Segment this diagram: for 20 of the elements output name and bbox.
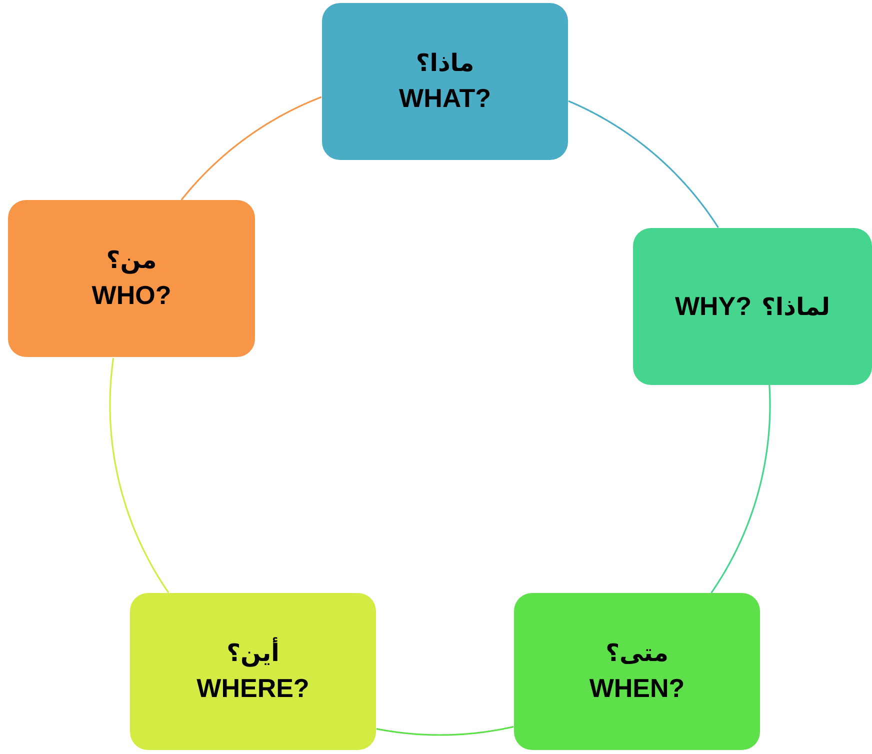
arabic-question: لماذا؟ (761, 292, 830, 320)
english-question: WHAT? (399, 83, 491, 114)
question-box (514, 593, 760, 750)
connector-arc (180, 96, 322, 200)
connector-arc (109, 358, 170, 594)
arabic-question: ماذا؟ (416, 49, 474, 77)
question-box (322, 3, 568, 160)
english-question: WHO? (92, 280, 172, 311)
english-question: WHEN? (589, 673, 685, 704)
arabic-question: من؟ (106, 246, 157, 274)
english-question: WHERE? (196, 673, 310, 704)
connector-arc (376, 726, 514, 736)
question-box (633, 228, 872, 385)
arabic-question: أين؟ (226, 639, 280, 667)
connector-arc (710, 385, 771, 594)
question-box (8, 200, 255, 357)
arabic-question: متى؟ (606, 639, 668, 667)
connector-arc (568, 100, 719, 228)
question-box (130, 593, 376, 750)
english-question: WHY? (674, 291, 752, 322)
